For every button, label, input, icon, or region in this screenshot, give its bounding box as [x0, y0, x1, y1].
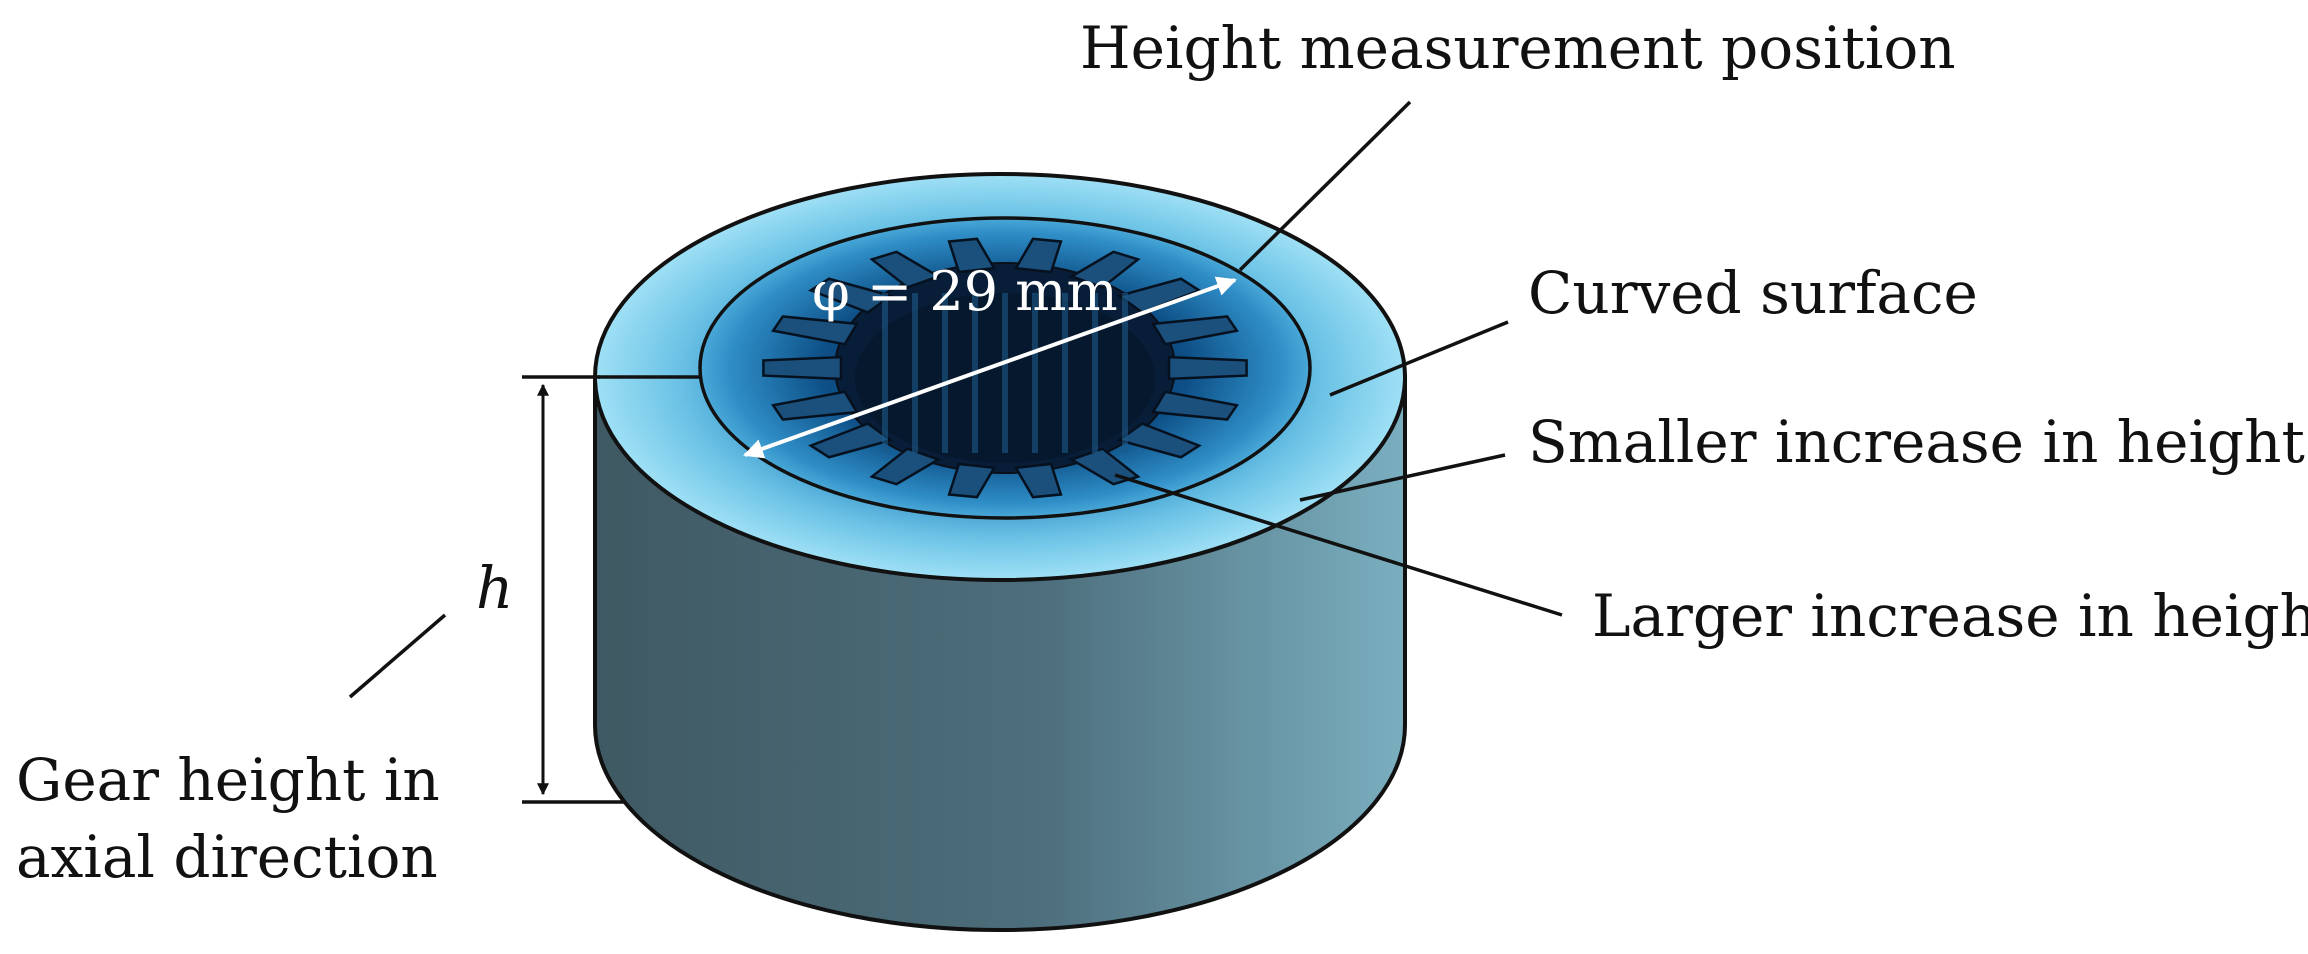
- label-curved-surface: Curved surface: [1528, 259, 1978, 327]
- leader-curved-surface: [1329, 320, 1509, 397]
- diameter-label: φ = 29 mm: [812, 260, 1118, 323]
- gear-tooth: [762, 355, 843, 381]
- height-dimension: [522, 375, 702, 804]
- label-height-measurement-position: Height measurement position: [1080, 14, 1956, 82]
- gear-tooth: [947, 237, 997, 274]
- leader-smaller-increase: [1299, 453, 1506, 502]
- leader-larger-increase: [1114, 473, 1563, 617]
- label-height-symbol: h: [476, 554, 513, 622]
- label-gear-height-line1: Gear height in: [16, 746, 440, 814]
- gear-tooth: [1013, 237, 1063, 274]
- gear-tooth: [1013, 462, 1063, 499]
- label-smaller-increase: Smaller increase in height: [1528, 408, 2305, 476]
- gear-tooth: [947, 462, 997, 499]
- diameter-arrow: [743, 276, 1237, 459]
- label-larger-increase: Larger increase in height: [1592, 582, 2308, 650]
- leader-height-measurement: [1238, 100, 1412, 272]
- gear-tooth: [1167, 355, 1248, 381]
- label-gear-height-line2: axial direction: [16, 823, 438, 891]
- leader-gear-height: [348, 613, 447, 699]
